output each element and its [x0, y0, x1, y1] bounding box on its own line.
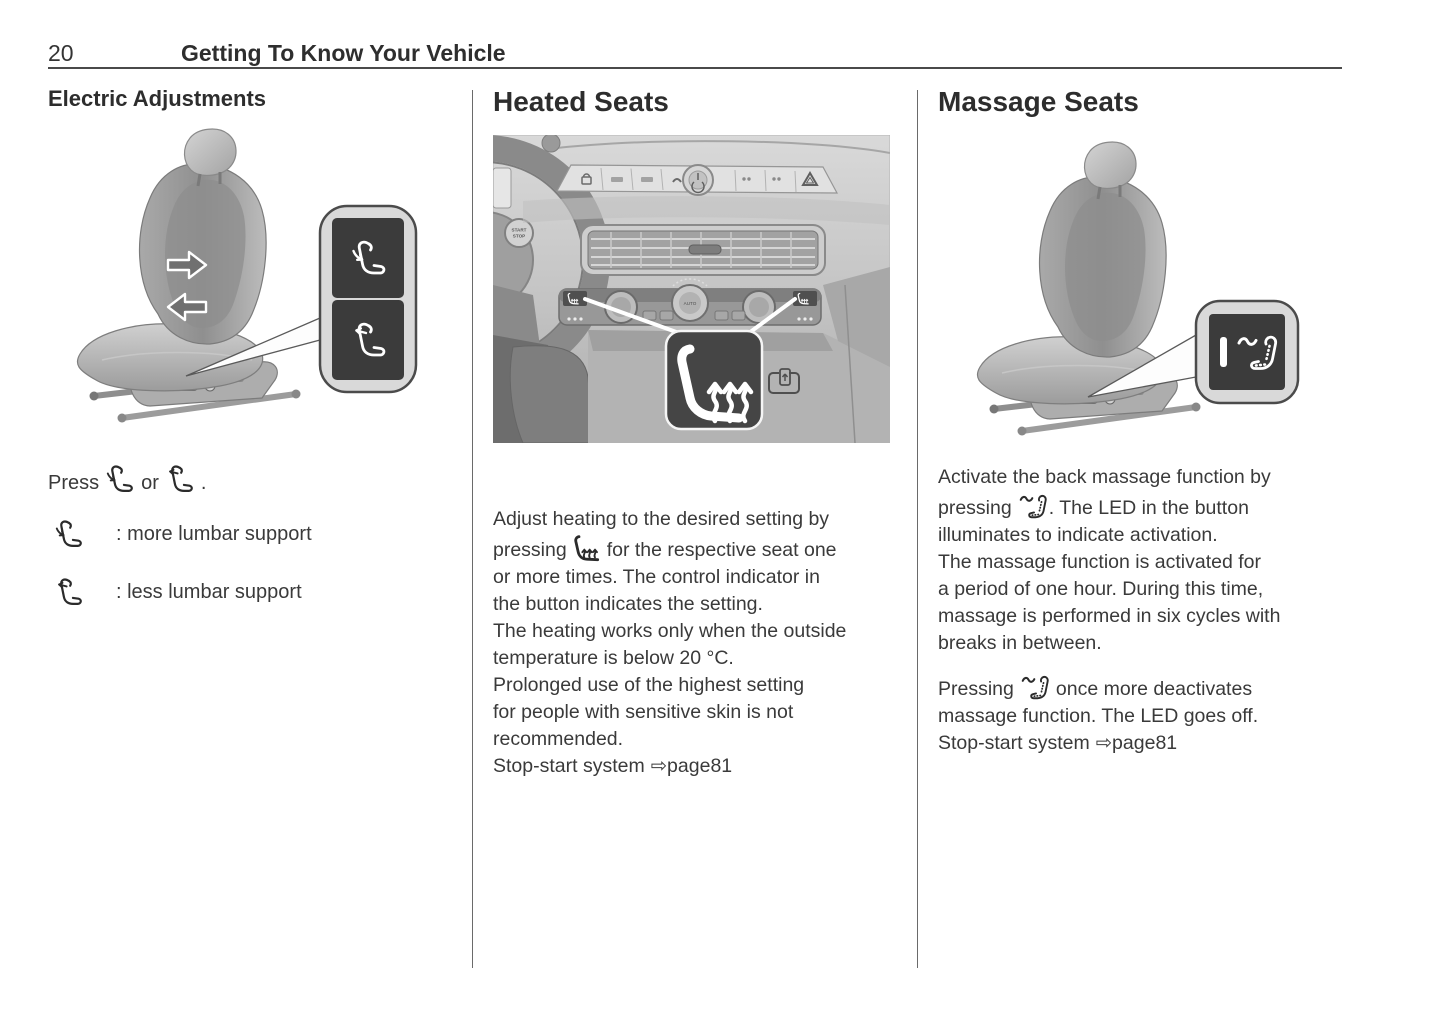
- heated-seat-icon: [574, 535, 599, 562]
- section-massage-seats: Massage Seats Activate the back massage …: [938, 86, 1342, 754]
- lumbar-less-icon: [168, 465, 193, 492]
- list-item-label: : less lumbar support: [116, 580, 302, 603]
- stop-start-label: Stop-start system: [938, 732, 1090, 754]
- hazard-icon: [801, 171, 819, 186]
- list-item: : more lumbar support: [54, 514, 312, 554]
- list-item: : less lumbar support: [54, 572, 302, 612]
- svg-text:AUTO: AUTO: [684, 301, 697, 306]
- press-label: Press: [48, 472, 100, 494]
- heated-seat-right-button-depiction: [793, 291, 817, 306]
- power-knob: [682, 164, 714, 196]
- paragraph: Stop-start system⇨page81: [493, 753, 893, 780]
- paragraph: The massage function is activated for a …: [938, 551, 1281, 654]
- start-stop-button: START STOP: [504, 218, 534, 248]
- period: .: [200, 472, 207, 494]
- or-label: or: [141, 472, 159, 494]
- lumbar-more-icon: [55, 520, 82, 547]
- phone-icon: [672, 178, 682, 183]
- header-title: Getting To Know Your Vehicle: [181, 40, 506, 66]
- text-run: Pressing: [938, 678, 1014, 700]
- section-electric-adjustments: Electric Adjustments Press or. : more lum…: [48, 86, 452, 605]
- heated-seat-left-button-depiction: [563, 291, 587, 306]
- paragraph: The heating works only when the outside …: [493, 620, 847, 669]
- paragraph: Activate the back massage function by pr…: [938, 464, 1338, 549]
- lumbar-adjust-arrows: [166, 250, 208, 322]
- heated-seat-icon: [677, 344, 754, 424]
- dashboard-illustration: START STOP: [493, 135, 890, 443]
- lumbar-less-button-depiction: [332, 300, 404, 380]
- column-divider-right: [917, 90, 918, 968]
- page-reference-link[interactable]: ⇨page81: [650, 755, 733, 777]
- massage-seat-illustration: [938, 135, 1300, 445]
- lock-icon: [581, 173, 592, 185]
- dashboard-button-strip: [555, 164, 839, 196]
- paragraph: Adjust heating to the desired setting by…: [493, 506, 893, 618]
- text-run: for the respective seat one or more time…: [493, 539, 837, 615]
- lumbar-control-panel: [318, 204, 418, 394]
- section-heading: Electric Adjustments: [48, 86, 267, 111]
- svg-text:STOP: STOP: [513, 234, 525, 239]
- press-instruction: Press or.: [48, 460, 206, 498]
- section-heading: Heated Seats: [493, 86, 669, 117]
- heated-seat-callout: [583, 297, 797, 431]
- header-rule: [48, 67, 1342, 69]
- page-reference-link[interactable]: ⇨page81: [1095, 732, 1178, 754]
- lumbar-more-button-depiction: [332, 218, 404, 298]
- paragraph: Stop-start system⇨page81: [938, 730, 1338, 757]
- section-heated-seats: Heated Seats START STOP: [493, 86, 897, 777]
- text-run: once more deactivates massage function. …: [938, 678, 1259, 727]
- massage-control-panel: [1194, 299, 1300, 405]
- callout-line-left: [583, 297, 681, 335]
- list-item-label: : more lumbar support: [116, 522, 312, 545]
- seat-side-view: [977, 142, 1200, 435]
- stop-start-label: Stop-start system: [493, 755, 645, 777]
- phone-projection-icon: [768, 368, 800, 394]
- callout-line-right: [747, 297, 797, 335]
- massage-seat-icon: [1019, 494, 1047, 519]
- page-number: 20: [48, 40, 74, 66]
- climate-control-panel: AUTO: [558, 278, 822, 326]
- lumbar-more-icon: [106, 465, 134, 492]
- column-divider-left: [472, 90, 473, 968]
- massage-seats-text: Activate the back massage function by pr…: [938, 464, 1338, 757]
- led-indicator: [1220, 337, 1227, 367]
- text-run: . The LED in the button illuminates to i…: [938, 497, 1249, 546]
- air-vent: [580, 224, 826, 276]
- electric-seat-illustration: [48, 126, 418, 428]
- svg-text:START: START: [512, 228, 527, 233]
- paragraph: Prolonged use of the highest setting for…: [493, 674, 805, 750]
- section-heading: Massage Seats: [938, 86, 1139, 117]
- massage-seat-icon: [1021, 675, 1049, 700]
- lumbar-less-icon: [58, 578, 82, 605]
- text-run: Adjust heating to the desired setting by…: [493, 508, 830, 561]
- massage-button-depiction: [1209, 314, 1285, 390]
- heated-seats-text: Adjust heating to the desired setting by…: [493, 506, 893, 780]
- text-run: Activate the back massage function by pr…: [938, 466, 1271, 519]
